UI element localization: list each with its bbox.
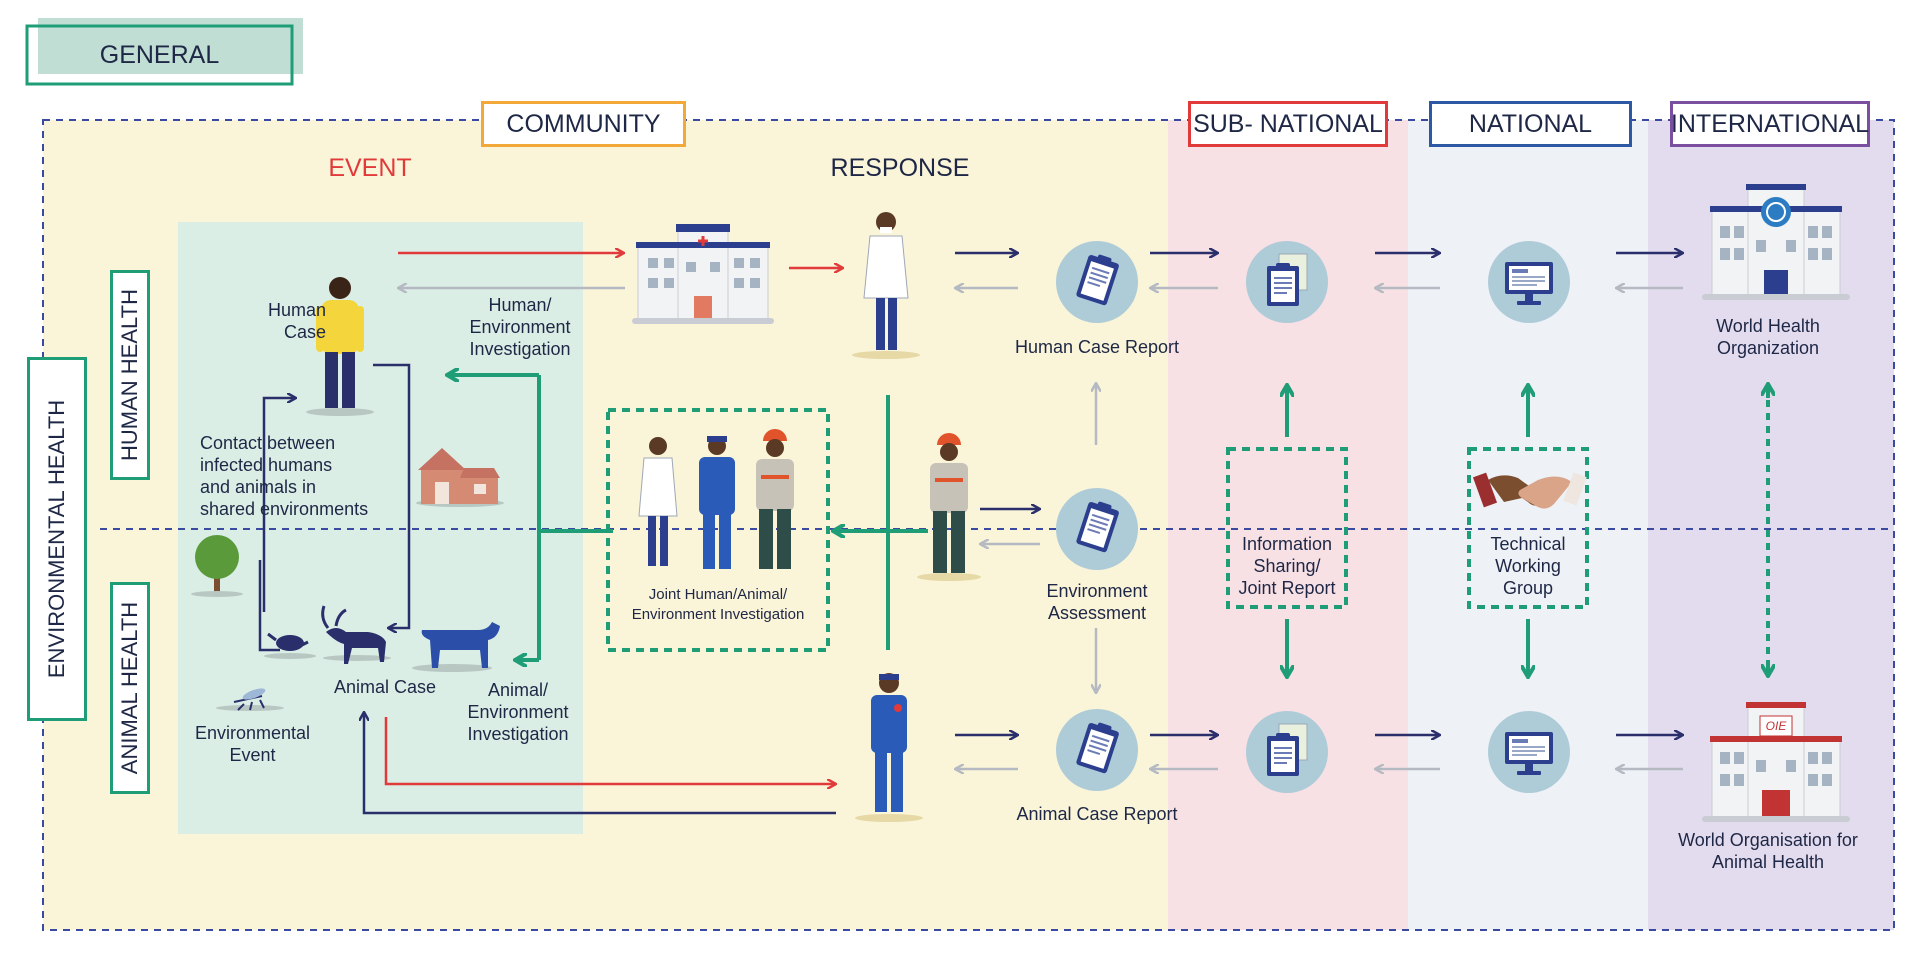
contact-label: Contact between infected humans and anim… [200,432,400,520]
who-building-icon [1702,184,1850,300]
general-header-border [25,24,294,86]
vet-icon [855,673,923,822]
joint-team-icon [638,429,794,569]
environment-assessment-label: Environment Assessment [1030,580,1164,624]
oie-line-2: Animal Health [1711,852,1825,872]
human-case-line-1: Human [267,300,326,320]
environment-assessment-line-2: Assessment [1047,603,1147,623]
national-human-monitor-icon [1487,240,1571,324]
navy-arrow-to-human-case [262,398,296,612]
animal-case-report-icon [1055,708,1139,792]
outer-dashed-border [42,119,1895,931]
column-response: RESPONSE [830,154,970,182]
deer-icon [321,605,391,664]
cow-icon [412,622,500,672]
human-env-investigation-line-3: Investigation [469,339,571,359]
joint-investigation-label: Joint Human/Animal/ Environment Investig… [612,585,824,625]
dead-bird-icon [264,632,316,659]
human-env-investigation-line-1: Human/ [488,295,552,315]
human-case-report-label: Human Case Report [1014,337,1180,357]
info-sharing-line-1: Information [1241,534,1333,554]
human-health-text: HUMAN HEALTH [117,289,143,461]
navy-arrow-vet-to-animal [364,712,836,815]
barn-icon [416,448,504,507]
human-case-person-icon [306,277,374,416]
animal-health-text: ANIMAL HEALTH [117,601,142,775]
doctor-icon [852,212,920,359]
technical-group-label: Technical Working Group [1471,533,1585,599]
oie-label: World Organisation for Animal Health [1665,829,1871,873]
human-case-line-2: Case [283,322,326,342]
tree-icon [191,535,243,597]
animal-env-investigation-line-2: Environment [467,702,569,722]
level-community: COMMUNITY [481,101,686,147]
hospital-icon [632,224,774,324]
environmental-health-text: ENVIRONMENTAL HEALTH [44,399,69,679]
general-label: GENERAL [99,40,220,69]
environment-assessment-line-1: Environment [1046,581,1148,601]
technical-group-line-2: Working [1495,556,1561,576]
navy-arrow-to-animal-case [373,363,411,628]
joint-investigation-line-2: Environment Investigation [631,606,805,623]
contact-line-4: shared environments [200,499,369,519]
who-line-2: Organization [1716,338,1820,358]
environmental-event-label: Environmental Event [180,722,325,766]
animal-env-investigation-line-1: Animal/ [487,680,549,700]
animal-health-label: ANIMAL HEALTH [110,582,150,794]
animal-env-investigation-label: Animal/ Environment Investigation [428,679,608,745]
level-international: INTERNATIONAL [1670,101,1870,147]
technical-group-box [1467,447,1589,609]
technical-group-line-1: Technical [1490,534,1566,554]
human-case-label: Human Case [226,299,326,343]
environment-worker-icon [917,433,981,581]
human-env-investigation-label: Human/ Environment Investigation [430,294,610,360]
environment-assessment-icon [1055,487,1139,571]
human-health-label: HUMAN HEALTH [110,270,150,480]
oie-line-1: World Organisation for [1678,830,1858,850]
level-subnational: SUB- NATIONAL [1188,101,1388,147]
national-animal-monitor-icon [1487,710,1571,794]
environmental-event-line-2: Event [229,745,276,765]
environmental-health-label: ENVIRONMENTAL HEALTH [27,357,87,721]
who-line-1: World Health [1716,316,1820,336]
animal-case-report-label: Animal Case Report [1016,804,1178,824]
info-sharing-box [1226,447,1348,609]
contact-line-2: infected humans [200,455,333,475]
info-sharing-line-2: Sharing/ [1253,556,1321,576]
animal-env-investigation-line-3: Investigation [467,724,569,744]
navy-line-contact-down [258,560,280,652]
red-arrow-animal-to-vet [384,717,836,784]
info-sharing-line-3: Joint Report [1238,578,1336,598]
contact-line-1: Contact between [200,433,336,453]
oie-building-icon [1702,702,1850,822]
contact-line-3: and animals in [200,477,317,497]
oie-logo-text: OIE [1765,719,1787,733]
environmental-event-line-1: Environmental [194,723,311,743]
human-env-investigation-line-2: Environment [469,317,571,337]
mosquito-icon [216,688,284,711]
who-label: World Health Organization [1690,315,1846,359]
animal-case-label: Animal Case [333,677,437,697]
handshake-icon [1472,472,1587,509]
column-event: EVENT [328,154,412,182]
technical-group-line-3: Group [1502,578,1554,598]
subnational-animal-docs-icon [1245,710,1329,794]
subnational-human-docs-icon [1245,240,1329,324]
joint-investigation-line-1: Joint Human/Animal/ [648,586,788,603]
human-case-report-icon [1055,240,1139,324]
info-sharing-label: Information Sharing/ Joint Report [1230,533,1344,599]
level-national: NATIONAL [1429,101,1632,147]
